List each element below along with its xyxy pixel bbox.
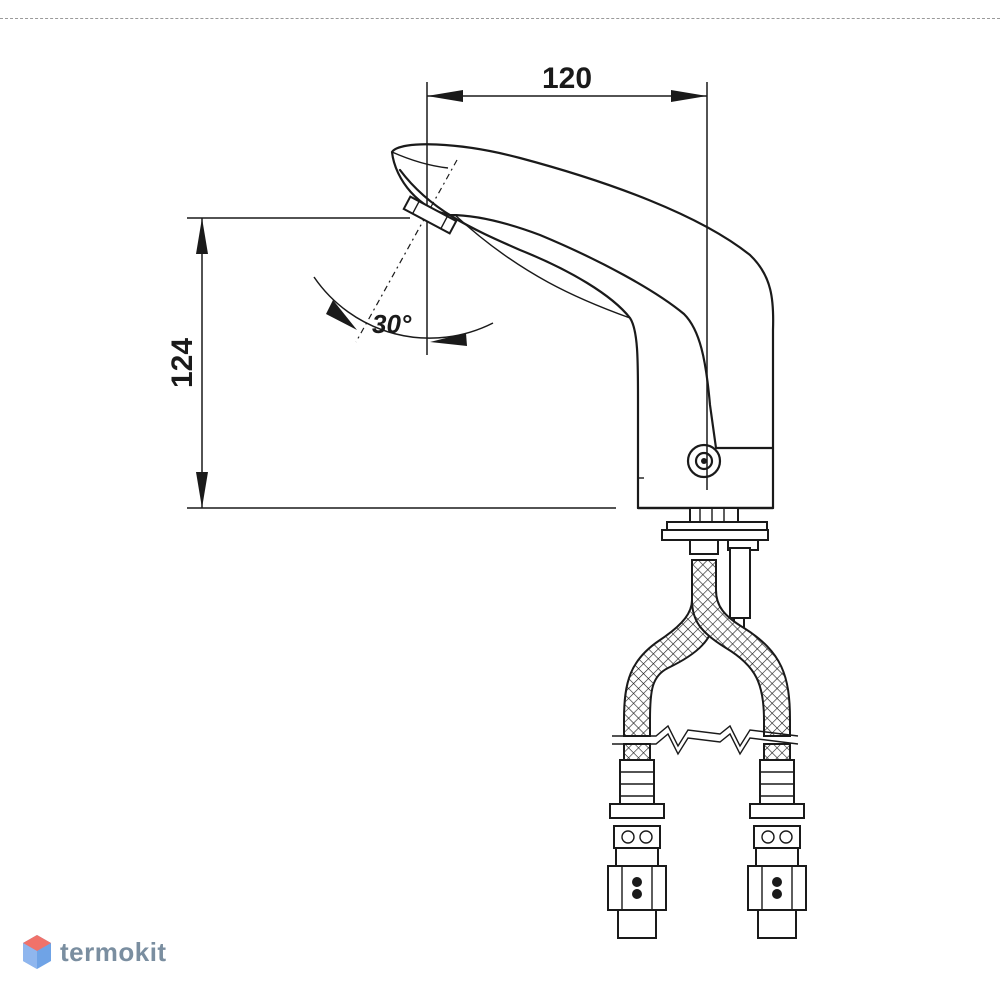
width-label: 120 bbox=[542, 62, 592, 95]
angle-dimension: 30° bbox=[313, 159, 494, 346]
height-arrow-top bbox=[196, 218, 208, 254]
connector-right bbox=[747, 759, 807, 939]
sensor-ring bbox=[686, 443, 722, 479]
angle-arrow-right bbox=[430, 333, 467, 346]
angle-arrow-left bbox=[326, 300, 357, 330]
watermark-text: termokit bbox=[60, 936, 167, 967]
connector-left bbox=[607, 759, 667, 939]
height-label: 124 bbox=[166, 338, 199, 388]
spout-axis-line bbox=[355, 159, 458, 343]
break-symbol bbox=[612, 724, 799, 756]
width-arrow-left bbox=[427, 90, 463, 102]
angle-label: 30° bbox=[372, 309, 412, 339]
angle-arc bbox=[313, 276, 494, 339]
flexible-hoses bbox=[623, 559, 791, 761]
width-dimension: 120 bbox=[426, 62, 708, 490]
height-dimension: 124 bbox=[166, 217, 616, 509]
width-arrow-right bbox=[671, 90, 707, 102]
top-dashed-border bbox=[0, 18, 1000, 19]
aerator bbox=[402, 195, 458, 235]
watermark-logo: termokit bbox=[22, 934, 167, 970]
sensor-inner bbox=[694, 451, 714, 471]
height-arrow-bottom bbox=[196, 472, 208, 508]
faucet-body bbox=[390, 143, 775, 510]
hexagon-logo-icon bbox=[23, 935, 51, 969]
mounting-block bbox=[661, 507, 769, 633]
